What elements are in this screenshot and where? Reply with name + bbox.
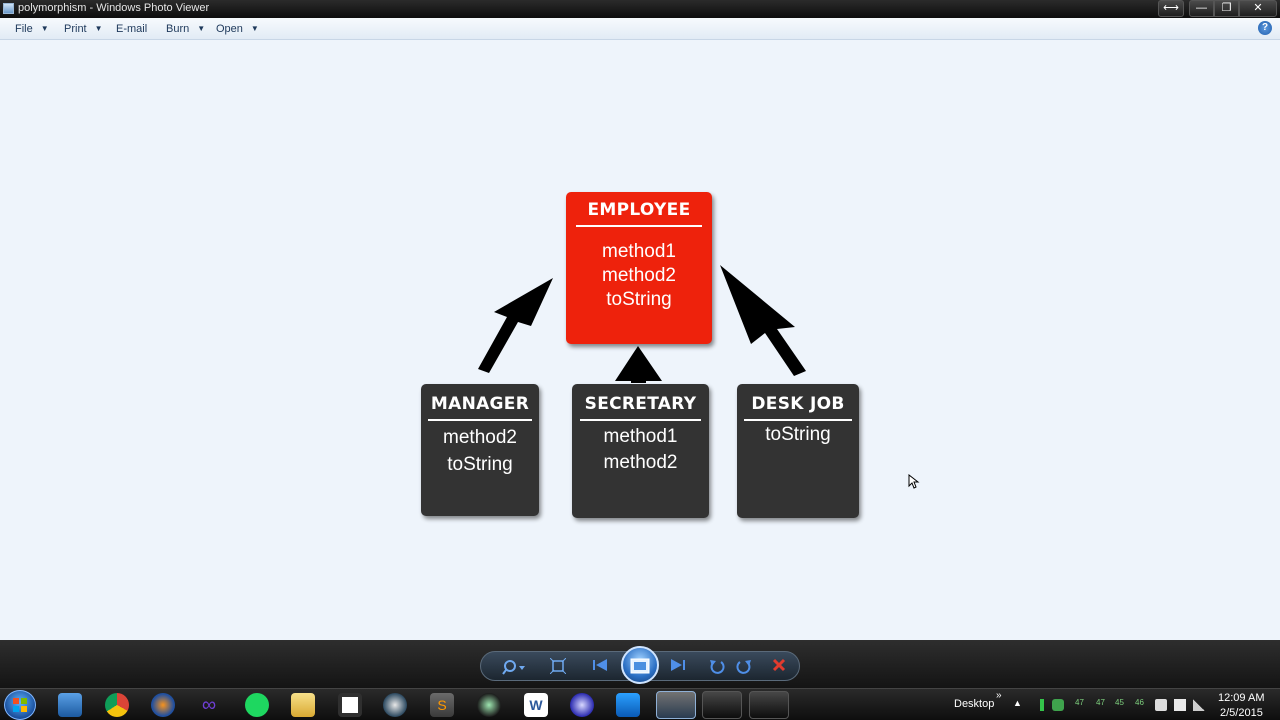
chrome-icon[interactable] xyxy=(105,693,129,717)
employee-method: method2 xyxy=(602,265,676,286)
actual-size-icon[interactable] xyxy=(549,657,567,676)
menu-file-label: File xyxy=(15,23,33,35)
start-button[interactable] xyxy=(4,690,36,720)
clock-time[interactable]: 12:09 AM xyxy=(1218,692,1265,704)
inheritance-arrow-deskjob xyxy=(720,265,806,376)
dropbox-icon[interactable] xyxy=(1052,699,1064,711)
help-icon[interactable]: ? xyxy=(1258,21,1272,35)
chevron-right-icon[interactable]: » xyxy=(996,690,1002,701)
tray-temp-value: 47 xyxy=(1096,698,1105,707)
chevron-down-icon: ▼ xyxy=(250,24,259,33)
deskjob-class-name: DESK JOB xyxy=(751,394,845,414)
signal-icon[interactable] xyxy=(1193,699,1205,711)
manager-method: toString xyxy=(447,454,513,475)
manager-divider xyxy=(428,419,532,421)
keepass-icon[interactable] xyxy=(570,693,594,717)
chevron-down-icon: ▼ xyxy=(94,24,103,33)
tray-temp-value: 46 xyxy=(1135,698,1144,707)
steam-icon[interactable] xyxy=(383,693,407,717)
desktop-toolbar-label[interactable]: Desktop xyxy=(954,698,995,710)
word-icon[interactable]: W xyxy=(524,693,548,717)
windows-logo-icon xyxy=(13,698,27,712)
menu-open-label: Open xyxy=(216,23,243,35)
secretary-method: method1 xyxy=(603,426,678,447)
employee-divider xyxy=(576,225,702,227)
secretary-class-box: SECRETARY method1 method2 xyxy=(572,384,709,518)
delete-icon[interactable] xyxy=(771,658,787,676)
manager-class-name: MANAGER xyxy=(430,394,530,414)
employee-method: toString xyxy=(606,289,672,310)
employee-method: method1 xyxy=(602,241,676,262)
taskbar: ∞ S W Desktop » ▲ 47 47 45 46 12:09 AM 2… xyxy=(0,688,1280,720)
menu-open[interactable]: Open ▼ xyxy=(216,23,259,35)
close-button[interactable]: ✕ xyxy=(1239,0,1277,17)
visual-studio-icon[interactable]: ∞ xyxy=(201,694,217,716)
deskjob-method: toString xyxy=(765,424,831,445)
employee-class-name: EMPLOYEE xyxy=(587,200,691,220)
manager-method: method2 xyxy=(443,427,517,448)
previous-icon[interactable] xyxy=(591,658,609,676)
rotate-counterclockwise-icon[interactable] xyxy=(709,658,725,676)
photo-viewer-taskbar-button[interactable] xyxy=(656,691,696,719)
server-manager-icon[interactable] xyxy=(58,693,82,717)
zoom-icon[interactable] xyxy=(501,658,527,676)
minimize-button[interactable]: — xyxy=(1189,0,1214,17)
chevron-down-icon: ▼ xyxy=(40,24,49,33)
menu-bar: File ▼ Print ▼ E-mail Burn ▼ Open ▼ ? xyxy=(0,18,1280,40)
power-icon[interactable] xyxy=(1174,699,1186,711)
menu-print-label: Print xyxy=(64,23,87,35)
secretary-method: method2 xyxy=(603,452,678,473)
photo-viewer-app-icon xyxy=(3,3,14,14)
menu-burn-label: Burn xyxy=(166,23,190,35)
app-icon[interactable] xyxy=(338,693,362,717)
tray-temp-value: 45 xyxy=(1115,698,1124,707)
employee-class-box: EMPLOYEE method1 method2 toString xyxy=(566,192,712,344)
rotate-clockwise-icon[interactable] xyxy=(736,658,752,676)
menu-email[interactable]: E-mail xyxy=(116,23,147,35)
viewer-controls xyxy=(480,646,800,684)
diagram-arrows xyxy=(478,265,806,383)
menu-email-label: E-mail xyxy=(116,23,148,35)
next-icon[interactable] xyxy=(669,658,687,676)
secretary-class-name: SECRETARY xyxy=(584,394,697,414)
mouse-cursor-icon xyxy=(908,474,920,489)
menu-burn[interactable]: Burn ▼ xyxy=(166,23,205,35)
sublime-text-icon[interactable]: S xyxy=(430,693,454,717)
inkscape-taskbar-button[interactable] xyxy=(702,691,742,719)
deskjob-class-box: DESK JOB toString xyxy=(737,384,859,518)
action-center-icon[interactable] xyxy=(1155,699,1167,711)
chevron-down-icon: ▼ xyxy=(197,24,206,33)
media-app-icon[interactable] xyxy=(477,693,501,717)
secretary-divider xyxy=(580,419,701,421)
slideshow-icon[interactable] xyxy=(621,646,659,684)
deskjob-divider xyxy=(744,419,852,421)
title-bar: polymorphism - Windows Photo Viewer ⟷ — … xyxy=(0,0,1280,18)
inheritance-arrow-manager xyxy=(478,278,553,373)
manager-class-box: MANAGER method2 toString xyxy=(421,384,539,516)
image-canvas: EMPLOYEE method1 method2 toString MANAGE… xyxy=(0,40,1280,640)
show-hidden-icons-button[interactable]: ▲ xyxy=(1013,698,1022,708)
maximize-button[interactable]: ❐ xyxy=(1214,0,1239,17)
network-activity-icon xyxy=(1040,699,1044,711)
teamviewer-icon[interactable] xyxy=(616,693,640,717)
file-explorer-icon[interactable] xyxy=(291,693,315,717)
menu-file[interactable]: File ▼ xyxy=(15,23,49,35)
viewer-control-strip xyxy=(0,640,1280,688)
clock-date[interactable]: 2/5/2015 xyxy=(1220,707,1263,719)
menu-print[interactable]: Print ▼ xyxy=(64,23,103,35)
recorder-taskbar-button[interactable] xyxy=(749,691,789,719)
restore-size-button[interactable]: ⟷ xyxy=(1158,0,1184,17)
firefox-icon[interactable] xyxy=(151,693,175,717)
tray-temp-value: 47 xyxy=(1075,698,1084,707)
inheritance-arrow-secretary xyxy=(615,346,662,383)
window-title: polymorphism - Windows Photo Viewer xyxy=(18,2,210,14)
spotify-icon[interactable] xyxy=(245,693,269,717)
